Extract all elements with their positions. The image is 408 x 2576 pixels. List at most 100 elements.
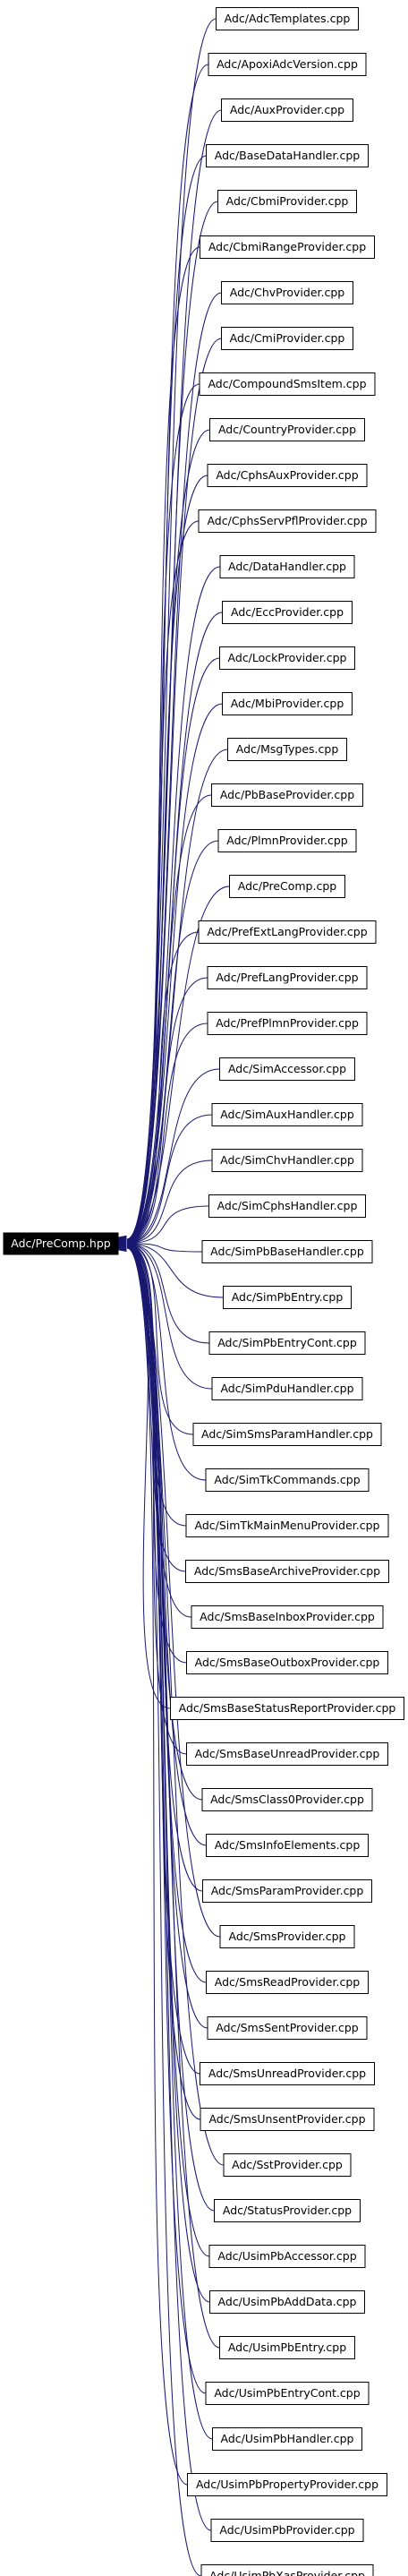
includer-node[interactable]: Adc/UsimPbProvider.cpp xyxy=(210,2519,364,2542)
includer-node[interactable]: Adc/UsimPbHandler.cpp xyxy=(212,2427,362,2451)
includer-node-label: Adc/SmsBaseInboxProvider.cpp xyxy=(200,1610,375,1623)
includer-node[interactable]: Adc/SimTkCommands.cpp xyxy=(205,1468,370,1492)
includer-node[interactable]: Adc/SimCphsHandler.cpp xyxy=(208,1194,366,1218)
includer-node[interactable]: Adc/SimSmsParamHandler.cpp xyxy=(192,1423,382,1446)
dependency-edge xyxy=(126,18,217,1240)
includer-node-label: Adc/PreComp.cpp xyxy=(238,879,336,893)
dependency-edge xyxy=(126,1243,224,1298)
dependency-edge xyxy=(126,1243,210,1344)
includer-node[interactable]: Adc/StatusProvider.cpp xyxy=(214,2199,361,2222)
includer-node-label: Adc/SmsReadProvider.cpp xyxy=(215,1975,360,1989)
includer-node[interactable]: Adc/CompoundSmsItem.cpp xyxy=(199,372,376,396)
includer-node[interactable]: Adc/CbmiProvider.cpp xyxy=(217,190,357,213)
includer-node[interactable]: Adc/ApoxiAdcVersion.cpp xyxy=(208,53,367,76)
includer-node[interactable]: Adc/CbmiRangeProvider.cpp xyxy=(200,235,375,259)
includer-node[interactable]: Adc/PrefExtLangProvider.cpp xyxy=(198,920,377,944)
includer-node-label: Adc/UsimPbEntry.cpp xyxy=(228,2341,346,2354)
dependency-edge xyxy=(126,1246,220,2349)
includer-node[interactable]: Adc/CphsServPflProvider.cpp xyxy=(198,509,377,533)
includer-node[interactable]: Adc/UsimPbAddData.cpp xyxy=(209,2290,365,2314)
root-node[interactable]: Adc/PreComp.hpp xyxy=(3,1232,119,1255)
includer-node-label: Adc/UsimPbHandler.cpp xyxy=(221,2432,354,2445)
includer-node[interactable]: Adc/SmsParamProvider.cpp xyxy=(202,1879,372,1903)
dependency-edge xyxy=(126,1023,208,1244)
dependency-edge xyxy=(126,886,230,1243)
includer-node-label: Adc/SimTkCommands.cpp xyxy=(214,1473,360,1486)
includer-node[interactable]: Adc/SmsUnreadProvider.cpp xyxy=(200,2062,375,2085)
includer-node[interactable]: Adc/UsimPbXasProvider.cpp xyxy=(200,2564,374,2576)
includer-node[interactable]: Adc/SmsReadProvider.cpp xyxy=(206,1971,369,1994)
includer-node[interactable]: Adc/SimAccessor.cpp xyxy=(219,1057,355,1081)
includer-node[interactable]: Adc/ChvProvider.cpp xyxy=(221,281,353,304)
includer-node-label: Adc/UsimPbEntryCont.cpp xyxy=(214,2386,360,2400)
includer-node-label: Adc/PrefPlmnProvider.cpp xyxy=(216,1016,359,1030)
includer-node[interactable]: Adc/SimPbEntry.cpp xyxy=(223,1286,352,1309)
includer-node-label: Adc/SmsInfoElements.cpp xyxy=(215,1838,361,1852)
includer-node-label: Adc/CountryProvider.cpp xyxy=(218,423,356,436)
includer-node-label: Adc/UsimPbAddData.cpp xyxy=(218,2295,357,2308)
includer-node[interactable]: Adc/SmsBaseOutboxProvider.cpp xyxy=(186,1651,388,1674)
includer-node[interactable]: Adc/SmsBaseInboxProvider.cpp xyxy=(191,1605,384,1629)
dependency-edge xyxy=(126,1243,213,1390)
includer-node[interactable]: Adc/UsimPbPropertyProvider.cpp xyxy=(187,2473,387,2496)
includer-node-label: Adc/LockProvider.cpp xyxy=(228,651,347,664)
includer-node[interactable]: Adc/SstProvider.cpp xyxy=(223,2153,352,2177)
root-node-label: Adc/PreComp.hpp xyxy=(11,1237,111,1250)
includer-node[interactable]: Adc/MbiProvider.cpp xyxy=(222,692,353,715)
includer-node[interactable]: Adc/UsimPbEntry.cpp xyxy=(219,2336,355,2359)
includer-node-label: Adc/PrefLangProvider.cpp xyxy=(216,971,358,984)
includer-node-label: Adc/SimPbEntry.cpp xyxy=(232,1290,344,1304)
includer-node[interactable]: Adc/PlmnProvider.cpp xyxy=(217,829,357,852)
includer-node[interactable]: Adc/SimChvHandler.cpp xyxy=(211,1149,363,1172)
includer-node-label: Adc/SimAccessor.cpp xyxy=(228,1062,346,1075)
includer-node[interactable]: Adc/PrefPlmnProvider.cpp xyxy=(207,1012,368,1035)
includer-node[interactable]: Adc/SimPbBaseHandler.cpp xyxy=(201,1240,373,1263)
includer-node-label: Adc/UsimPbProvider.cpp xyxy=(219,2523,354,2537)
includer-node[interactable]: Adc/SmsBaseStatusReportProvider.cpp xyxy=(170,1697,404,1720)
dependency-edge xyxy=(126,1243,194,1435)
includer-node-label: Adc/SimAuxHandler.cpp xyxy=(220,1108,354,1121)
dependency-edge xyxy=(126,566,221,1242)
includer-node[interactable]: Adc/SimAuxHandler.cpp xyxy=(211,1103,363,1126)
includer-node[interactable]: Adc/CphsAuxProvider.cpp xyxy=(207,464,368,487)
includer-node[interactable]: Adc/SimTkMainMenuProvider.cpp xyxy=(185,1514,389,1537)
includer-node-label: Adc/CphsAuxProvider.cpp xyxy=(216,468,358,482)
includer-node[interactable]: Adc/CmiProvider.cpp xyxy=(221,327,353,350)
includer-node-label: Adc/SimPduHandler.cpp xyxy=(220,1382,353,1395)
includer-node-label: Adc/CompoundSmsItem.cpp xyxy=(208,377,366,390)
includer-node[interactable]: Adc/PbBaseProvider.cpp xyxy=(211,783,363,807)
includer-node[interactable]: Adc/PrefLangProvider.cpp xyxy=(207,966,368,989)
includer-node-label: Adc/AuxProvider.cpp xyxy=(230,103,344,116)
dependency-edge xyxy=(126,1114,213,1244)
graph-edges xyxy=(109,18,230,2576)
includer-node[interactable]: Adc/SmsBaseArchiveProvider.cpp xyxy=(185,1560,389,1583)
includer-node-label: Adc/BaseDataHandler.cpp xyxy=(215,149,360,162)
includer-node-label: Adc/MsgTypes.cpp xyxy=(236,742,339,756)
dependency-edge xyxy=(126,1243,203,1253)
includer-node[interactable]: Adc/UsimPbAccessor.cpp xyxy=(208,2245,366,2268)
includer-node[interactable]: Adc/CountryProvider.cpp xyxy=(209,418,365,441)
includer-node-label: Adc/SimChvHandler.cpp xyxy=(220,1153,354,1167)
includer-node[interactable]: Adc/SmsClass0Provider.cpp xyxy=(201,1788,373,1811)
includer-node[interactable]: Adc/LockProvider.cpp xyxy=(219,646,355,670)
includer-node[interactable]: Adc/SmsSentProvider.cpp xyxy=(207,2016,368,2040)
includer-node[interactable]: Adc/MsgTypes.cpp xyxy=(227,738,347,761)
includer-node[interactable]: Adc/DataHandler.cpp xyxy=(219,555,355,578)
includer-node[interactable]: Adc/SimPduHandler.cpp xyxy=(211,1377,363,1400)
includer-node[interactable]: Adc/SmsProvider.cpp xyxy=(219,1925,355,1948)
includer-node[interactable]: Adc/SmsInfoElements.cpp xyxy=(206,1834,369,1857)
includer-node[interactable]: Adc/UsimPbEntryCont.cpp xyxy=(205,2382,370,2405)
includer-node[interactable]: Adc/AdcTemplates.cpp xyxy=(216,7,359,30)
includer-node-label: Adc/CmiProvider.cpp xyxy=(230,331,345,345)
includer-node[interactable]: Adc/SmsBaseUnreadProvider.cpp xyxy=(186,1742,388,1766)
includer-node[interactable]: Adc/PreComp.cpp xyxy=(229,875,345,898)
includer-node-label: Adc/SimSmsParamHandler.cpp xyxy=(201,1427,373,1441)
includer-node[interactable]: Adc/SimPbEntryCont.cpp xyxy=(208,1331,366,1355)
includer-node[interactable]: Adc/EccProvider.cpp xyxy=(222,601,353,624)
includer-node-label: Adc/CphsServPflProvider.cpp xyxy=(207,514,367,527)
includer-node[interactable]: Adc/AuxProvider.cpp xyxy=(221,98,353,122)
includer-node[interactable]: Adc/SmsUnsentProvider.cpp xyxy=(200,2108,375,2131)
includer-node[interactable]: Adc/BaseDataHandler.cpp xyxy=(206,144,369,167)
dependency-edge xyxy=(126,1245,203,1892)
